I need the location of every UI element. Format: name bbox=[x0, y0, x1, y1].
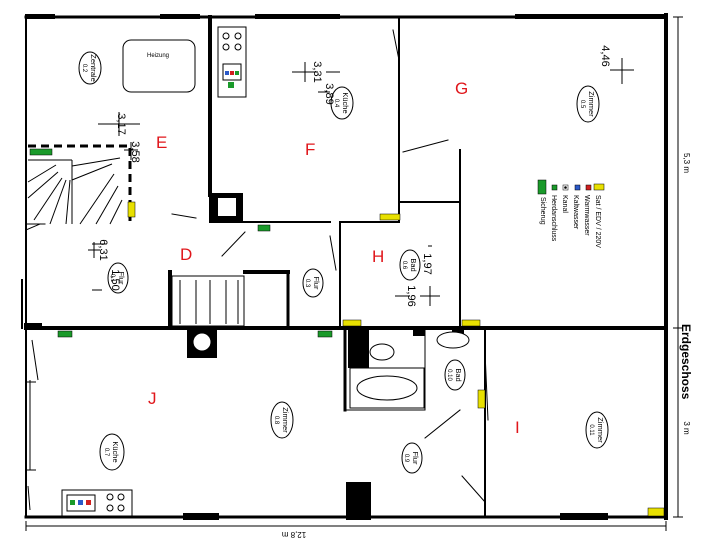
left-windows bbox=[26, 339, 39, 511]
measure-e-a: 3,17 bbox=[115, 113, 127, 134]
legend-label-sicherug: Sicherug bbox=[539, 197, 546, 225]
outlets bbox=[29, 148, 665, 517]
ellipse-name: Flur bbox=[117, 272, 126, 285]
dimension-lines bbox=[25, 16, 683, 531]
ellipse-name: Bad bbox=[454, 368, 463, 381]
stove-kitchen-f bbox=[217, 26, 247, 98]
ellipse-flur-d2: Flur 0.3 bbox=[302, 268, 324, 298]
drain-icon bbox=[562, 184, 569, 191]
ellipse-num: 0.2 bbox=[81, 64, 87, 73]
legend-label-kaltwasser: Kaltwasser bbox=[572, 195, 579, 230]
hot-water-icon bbox=[585, 184, 592, 191]
ellipse-kueche-f: Küche 0.4 bbox=[330, 86, 354, 120]
ellipse-bad-lower: Bad 0.10 bbox=[444, 359, 466, 391]
bath-fixtures bbox=[349, 331, 470, 409]
ellipse-name: Zimmer bbox=[281, 407, 290, 433]
room-ellipses: Zentrale 0.2 Küche 0.4 Zimmer 0.5 Flur 0… bbox=[78, 51, 609, 474]
room-letter-j: J bbox=[148, 389, 157, 408]
ellipse-name: Bad bbox=[409, 258, 418, 271]
ellipse-flur-lower: Flur 0.9 bbox=[401, 442, 423, 474]
ellipse-name: Zentrale bbox=[89, 54, 98, 82]
measure-e-b: 3,58 bbox=[129, 141, 141, 162]
heating-unit: Heizung bbox=[122, 39, 196, 93]
ellipse-num: 0.8 bbox=[273, 416, 279, 425]
staircase-d bbox=[171, 275, 245, 327]
measurement-labels: 3,17 3,58 3,31 3,89 4,46 6,31 1,50 1,97 … bbox=[97, 45, 611, 306]
cold-water-icon bbox=[574, 184, 581, 191]
measure-g-a: 4,46 bbox=[599, 45, 611, 66]
room-letters: E F G D H J I bbox=[148, 79, 520, 437]
stove-kitchen-j bbox=[61, 489, 133, 517]
measure-d-a: 6,31 bbox=[97, 239, 109, 260]
ellipse-num: 0.1 bbox=[109, 274, 115, 283]
ellipse-name: Küche bbox=[341, 92, 350, 113]
measurements bbox=[88, 58, 634, 306]
room-letter-f: F bbox=[305, 140, 315, 159]
legend-label-warmwasser: Warmwasser bbox=[583, 195, 590, 236]
ellipse-num: 0.7 bbox=[103, 448, 109, 457]
legend: Sat / EDV / 220V Warmwasser Kaltwasser K… bbox=[537, 179, 605, 248]
interior-walls bbox=[24, 15, 668, 518]
legend-label-kanal: Kanal bbox=[561, 195, 568, 213]
ellipse-num: 0.6 bbox=[401, 261, 407, 270]
ellipse-flur-d1: Flur 0.1 bbox=[107, 262, 129, 294]
dimension-height-upper: 5,3 m bbox=[682, 153, 691, 173]
ellipse-num: 0.3 bbox=[304, 279, 310, 288]
ellipse-name: Küche bbox=[111, 441, 120, 462]
ellipse-zimmer-j: Zimmer 0.8 bbox=[270, 401, 294, 439]
ellipse-num: 0.4 bbox=[333, 99, 339, 108]
heating-label: Heizung bbox=[147, 53, 169, 59]
ellipse-bad-h: Bad 0.6 bbox=[399, 249, 421, 281]
measure-h-b: 1,96 bbox=[405, 285, 417, 306]
room-letter-d: D bbox=[180, 245, 192, 264]
ellipse-zimmer-i: Zimmer 0.11 bbox=[585, 411, 609, 449]
staircase-e bbox=[27, 144, 132, 225]
room-letter-e: E bbox=[156, 133, 167, 152]
ellipse-zimmer-g: Zimmer 0.5 bbox=[576, 85, 600, 123]
measure-f-b: 3,89 bbox=[323, 83, 335, 104]
ellipse-name: Zimmer bbox=[596, 417, 605, 443]
legend-label-herdanschluss: Herdanschluss bbox=[550, 195, 557, 242]
floor-label: Erdgeschoss bbox=[679, 324, 693, 400]
ellipse-name: Zimmer bbox=[587, 91, 596, 117]
stove-connection-icon bbox=[551, 184, 558, 191]
ellipse-zentrale: Zentrale 0.2 bbox=[78, 51, 102, 85]
measure-f-a: 3,31 bbox=[311, 61, 323, 82]
dimension-height-lower: 3 m bbox=[682, 421, 691, 435]
measure-h-a: 1,97 bbox=[421, 253, 433, 274]
ellipse-num: 0.10 bbox=[446, 369, 452, 381]
outer-wall-thick-segments bbox=[24, 14, 665, 520]
fuse-icon bbox=[537, 179, 547, 195]
sat-edv-outlet-icon bbox=[593, 183, 605, 191]
ellipse-num: 0.11 bbox=[588, 424, 594, 436]
ellipse-kueche-j: Küche 0.7 bbox=[99, 433, 125, 471]
ellipse-name: Flur bbox=[312, 277, 321, 290]
room-letter-h: H bbox=[372, 247, 384, 266]
ellipse-num: 0.9 bbox=[403, 454, 409, 463]
ellipse-num: 0.5 bbox=[579, 100, 585, 109]
dimension-width: 12,8 m bbox=[281, 530, 306, 539]
measure-d-b: 1,50 bbox=[109, 269, 121, 290]
room-letter-i: I bbox=[515, 418, 520, 437]
room-letter-g: G bbox=[455, 79, 468, 98]
legend-label-sat-edv: Sat / EDV / 220V bbox=[594, 195, 601, 248]
ellipse-name: Flur bbox=[411, 452, 420, 465]
